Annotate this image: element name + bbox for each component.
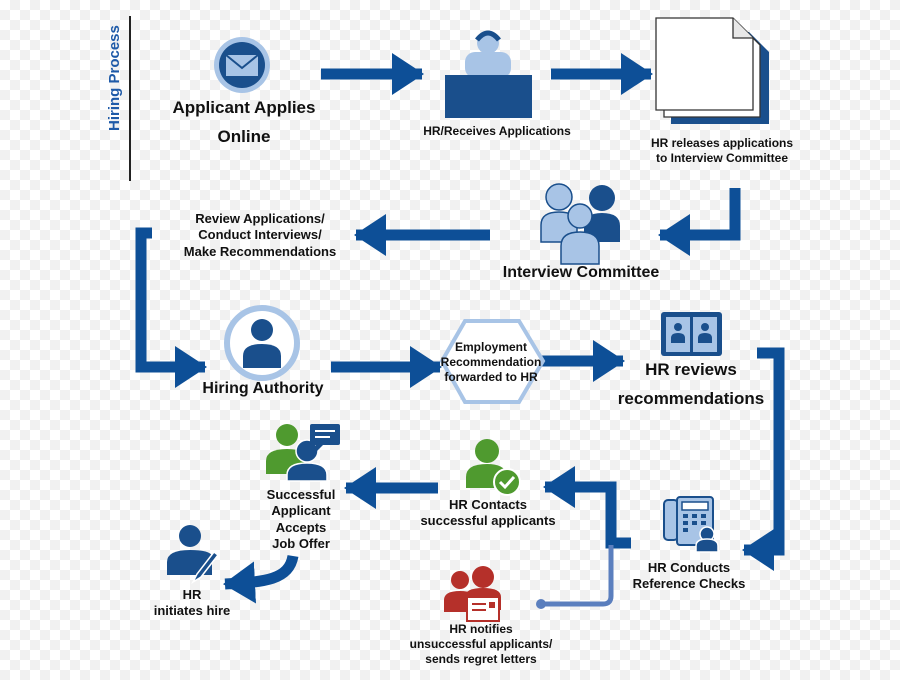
label-hr-receives: HR/Receives Applications (423, 124, 571, 138)
connector-endpoint (536, 599, 546, 609)
arrow-hrreview-to-references (742, 347, 785, 571)
committee-icon (540, 183, 620, 265)
label-hr-contacts: HR Contacts successful applicants (420, 497, 556, 529)
regret-letter-icon (444, 566, 501, 622)
label-hr-reviews: HR reviews recommendations (617, 360, 765, 408)
person-pen-icon (167, 525, 220, 585)
email-icon (214, 37, 270, 93)
arrow-offer-to-hire (223, 554, 299, 604)
label-interview-committee: Interview Committee (502, 264, 660, 281)
offer-accepted-icon (266, 424, 340, 482)
label-applicant-applies: Applicant Applies Online (172, 98, 316, 146)
arrow-review-to-authority (135, 227, 207, 388)
label-hr-reference-checks: HR Conducts Reference Checks (632, 560, 746, 592)
arrow-docs-to-committee (658, 188, 741, 256)
flow-arrows (135, 53, 785, 604)
recommendation-hexagon (439, 319, 546, 404)
label-successful-applicant: Successful Applicant Accepts Job Offer (266, 487, 336, 551)
hr-desk-icon (445, 30, 532, 118)
label-employment-recommendation: Employment Recommendation forwarded to H… (440, 340, 542, 384)
connector-unsuccessful (542, 545, 614, 607)
hiring-authority-icon (224, 305, 300, 381)
label-hr-releases: HR releases applications to Interview Co… (650, 136, 794, 165)
title-divider (129, 16, 131, 181)
arrow-references-to-contacts (543, 466, 631, 549)
book-icon (661, 312, 722, 356)
label-hr-initiates: HR initiates hire (153, 587, 231, 619)
label-hiring-authority: Hiring Authority (202, 380, 324, 397)
label-hr-notifies: HR notifies unsuccessful applicants/ sen… (409, 622, 553, 666)
contact-check-icon (466, 439, 521, 496)
label-review-applications: Review Applications/ Conduct Interviews/… (183, 211, 337, 259)
documents-icon (655, 17, 769, 124)
phone-icon (663, 496, 719, 553)
